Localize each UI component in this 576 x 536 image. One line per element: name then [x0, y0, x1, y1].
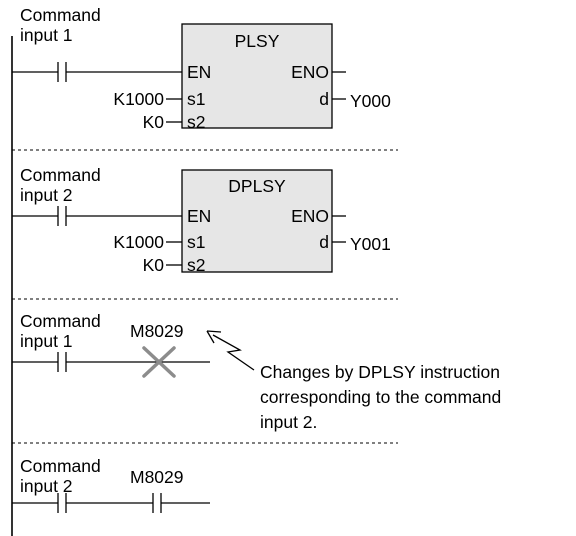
rung-4-label-line-1: Command: [20, 456, 101, 476]
plsy-d-pin: d: [319, 89, 329, 109]
m8029-crossed-out-mark: [142, 346, 176, 378]
plsy-s2-operand: K0: [143, 112, 165, 132]
dplsy-block-name: DPLSY: [228, 176, 286, 196]
plsy-function-block: [181, 23, 333, 129]
rung-1-label-line-1: Command: [20, 5, 101, 25]
plsy-eno-pin: ENO: [291, 62, 329, 82]
rung-4-contacts: [12, 493, 210, 513]
rung-4: Command input 2 M8029: [12, 456, 210, 513]
lightning-arrow-icon: [206, 330, 255, 371]
dplsy-eno-pin: ENO: [291, 206, 329, 226]
plsy-s2-pin: s2: [187, 112, 205, 132]
plsy-en-pin: EN: [187, 62, 211, 82]
rung-4-m8029-device: M8029: [130, 467, 184, 487]
rung-1-no-contact: [12, 62, 182, 82]
note-line-3: input 2.: [260, 412, 317, 432]
plsy-s1-pin: s1: [187, 89, 205, 109]
rung-2-no-contact: [12, 206, 182, 226]
rung-2-label-line-2: input 2: [20, 185, 73, 205]
rung-3-no-contact: [12, 352, 210, 372]
rung-3-label-line-1: Command: [20, 311, 101, 331]
dplsy-d-pin: d: [319, 232, 329, 252]
dplsy-en-pin: EN: [187, 206, 211, 226]
rung-3-label-line-2: input 1: [20, 331, 73, 351]
rung-1-label-line-2: input 1: [20, 25, 73, 45]
plsy-s1-operand: K1000: [113, 89, 164, 109]
rung-3-m8029-device: M8029: [130, 321, 184, 341]
dplsy-d-operand: Y001: [350, 234, 391, 254]
plsy-d-operand: Y000: [350, 91, 391, 111]
dplsy-s1-pin: s1: [187, 232, 205, 252]
dplsy-s2-operand: K0: [143, 255, 165, 275]
note-line-1: Changes by DPLSY instruction: [260, 362, 500, 382]
note-line-2: corresponding to the command: [260, 387, 501, 407]
dplsy-s2-pin: s2: [187, 255, 205, 275]
rung-2: Command input 2 DPLSY EN ENO s1 d s2 K10…: [12, 165, 391, 275]
rung-1: Command input 1 PLSY EN ENO s1 d s2 K100…: [12, 5, 391, 132]
rung-3: Command input 1 M8029 Changes by DPLSY i…: [12, 311, 501, 432]
dplsy-s1-operand: K1000: [113, 232, 164, 252]
dplsy-function-block: [181, 169, 333, 273]
rung-4-label-line-2: input 2: [20, 476, 73, 496]
plsy-block-name: PLSY: [235, 31, 280, 51]
rung-2-label-line-1: Command: [20, 165, 101, 185]
